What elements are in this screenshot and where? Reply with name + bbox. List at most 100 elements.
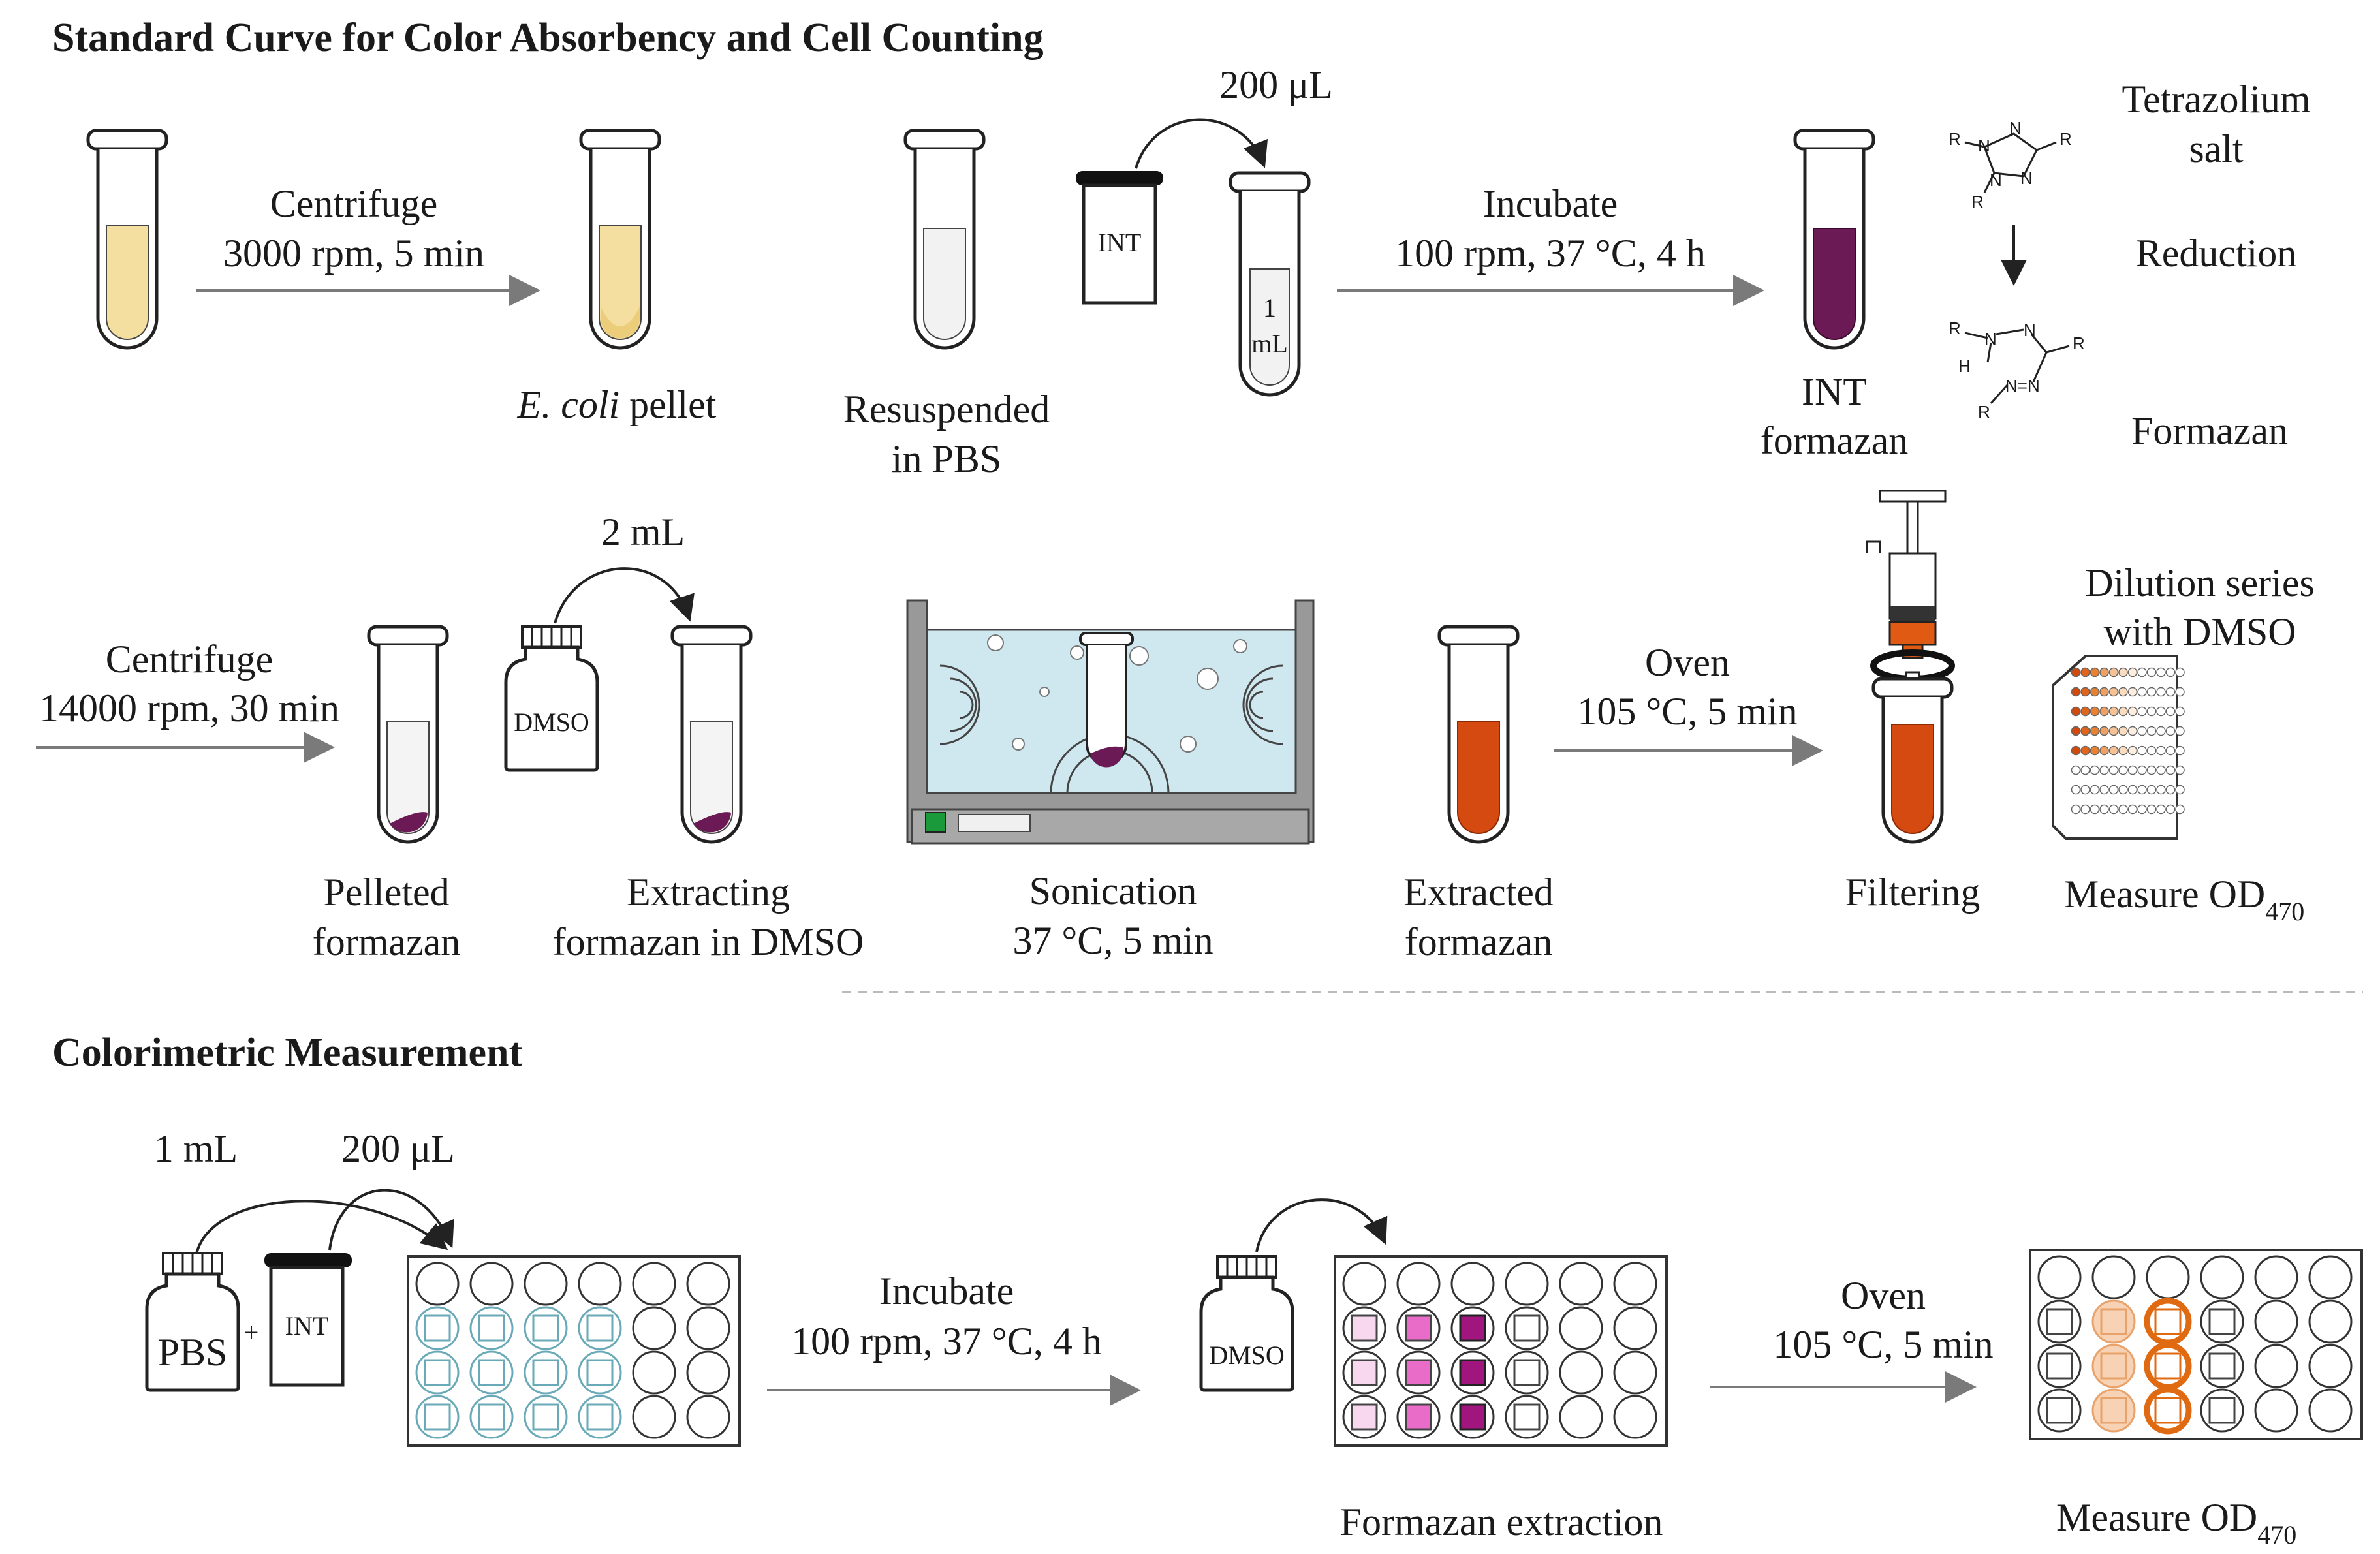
chem-n-1: N — [1978, 136, 1990, 155]
test-tube-int-formazan — [1793, 129, 1875, 350]
plate-well — [2118, 804, 2128, 815]
sonication-params: 37 °C, 5 min — [1012, 919, 1213, 962]
extracted-formazan-label-2: formazan — [1405, 920, 1553, 963]
section-title-colorimetric: Colorimetric Measurement — [52, 1031, 523, 1075]
plate-well — [2165, 745, 2176, 756]
plate-well — [415, 1262, 460, 1306]
plate-well — [1559, 1395, 1603, 1439]
well-sample — [424, 1403, 451, 1431]
int-bottle-label-2: INT — [285, 1311, 329, 1341]
syringe-filter-assembly — [1866, 490, 1955, 844]
well-sample — [1513, 1403, 1541, 1431]
pbs-bottle-label: PBS — [158, 1331, 228, 1374]
test-tube-pelleted-formazan — [367, 625, 449, 844]
plate-well — [2146, 785, 2157, 795]
plate-well — [1559, 1306, 1603, 1350]
plus-sign: + — [244, 1318, 259, 1347]
plate-well — [2165, 765, 2176, 775]
pelleted-formazan-label: Pelleted — [323, 871, 449, 914]
plate-well — [632, 1350, 676, 1395]
plate-well — [2108, 745, 2119, 756]
well-sample — [1513, 1314, 1541, 1342]
well-sample — [532, 1359, 559, 1386]
measure-od-label-2: Measure OD470 — [2056, 1496, 2296, 1549]
plate-well — [2099, 687, 2109, 697]
transfer-arrow-int — [1135, 118, 1268, 169]
ecoli-pellet-label: E. coli pellet — [517, 383, 717, 426]
plate-well — [2137, 765, 2147, 775]
well-sample — [2100, 1397, 2127, 1424]
plate-well — [2091, 1255, 2136, 1299]
plate-well — [2108, 726, 2119, 736]
extracted-formazan-label: Extracted — [1403, 871, 1554, 914]
plate-well — [2156, 667, 2166, 677]
dmso-volume-label: 2 mL — [601, 510, 685, 553]
plate-well — [2118, 765, 2128, 775]
plate-well — [2118, 745, 2128, 756]
plate-well — [2090, 804, 2100, 815]
plate-well — [2108, 706, 2119, 717]
plate-well — [2090, 765, 2100, 775]
sonication-label: Sonication — [1029, 869, 1197, 912]
int-volume-label-2: 200 μL — [341, 1127, 455, 1170]
chem-r-4: R — [1949, 319, 1961, 338]
well-sample — [1351, 1403, 1378, 1431]
incubate-label: Incubate — [1483, 182, 1618, 225]
section-title-standard-curve: Standard Curve for Color Absorbency and … — [52, 16, 1044, 60]
well-sample — [1459, 1314, 1486, 1342]
plate-well — [2146, 745, 2157, 756]
well-sample — [1405, 1314, 1432, 1342]
plate-well — [2118, 785, 2128, 795]
centrifuge-2-label: Centrifuge — [106, 638, 274, 681]
extracting-label-2: formazan in DMSO — [553, 920, 864, 963]
chem-r-2: R — [2059, 129, 2072, 149]
plate-well — [2099, 706, 2109, 717]
plate-well — [632, 1395, 676, 1439]
plate-well — [2080, 687, 2090, 697]
formazan-structure — [1964, 328, 2070, 404]
plate-well — [2137, 706, 2147, 717]
well-sample — [2100, 1308, 2127, 1335]
plate-well — [2108, 765, 2119, 775]
plate-well — [2108, 804, 2119, 815]
test-tube-culture — [86, 129, 168, 350]
plate-well — [2080, 706, 2090, 717]
well-sample — [478, 1314, 505, 1342]
dmso-bottle-label-2: DMSO — [1209, 1341, 1285, 1370]
well-sample — [2154, 1397, 2182, 1424]
pbs-volume-label: 1 mL — [154, 1127, 238, 1170]
plate-well — [2127, 726, 2138, 736]
formazan-extraction-label: Formazan extraction — [1340, 1500, 1663, 1544]
plate-well — [2137, 667, 2147, 677]
transfer-arrow-int-2 — [328, 1189, 454, 1251]
plate-well — [2071, 706, 2081, 717]
resuspended-label: Resuspended — [843, 388, 1050, 431]
plate-well — [2080, 804, 2090, 815]
formazan-label: Formazan — [2131, 409, 2288, 452]
plate-well — [1613, 1395, 1657, 1439]
chem-r-1: R — [1949, 129, 1961, 149]
plate-well — [2071, 804, 2081, 815]
well-sample — [2046, 1352, 2073, 1380]
well-sample — [586, 1314, 614, 1342]
chem-n-5: N — [1984, 329, 1997, 349]
plate-well — [1450, 1262, 1495, 1306]
plate-well — [2165, 804, 2176, 815]
plate-well — [2037, 1255, 2082, 1299]
centrifuge-1-params: 3000 rpm, 5 min — [223, 232, 484, 275]
oven-1-label: Oven — [1645, 641, 1730, 684]
plate-well — [2308, 1344, 2353, 1388]
tube-volume-ml: mL — [1251, 329, 1288, 358]
incubate-params: 100 rpm, 37 °C, 4 h — [1395, 232, 1706, 275]
plate-well — [686, 1350, 730, 1395]
24-well-plate-measure — [2029, 1249, 2363, 1440]
well-sample — [1351, 1359, 1378, 1386]
chem-n-3: N — [2020, 168, 2033, 188]
chem-r-6: R — [1978, 402, 1990, 422]
plate-well — [578, 1262, 622, 1306]
plate-well — [2090, 687, 2100, 697]
plate-well — [2156, 804, 2166, 815]
plate-well — [2108, 687, 2119, 697]
well-sample — [424, 1359, 451, 1386]
test-tube-ecoli-pellet — [579, 129, 661, 350]
